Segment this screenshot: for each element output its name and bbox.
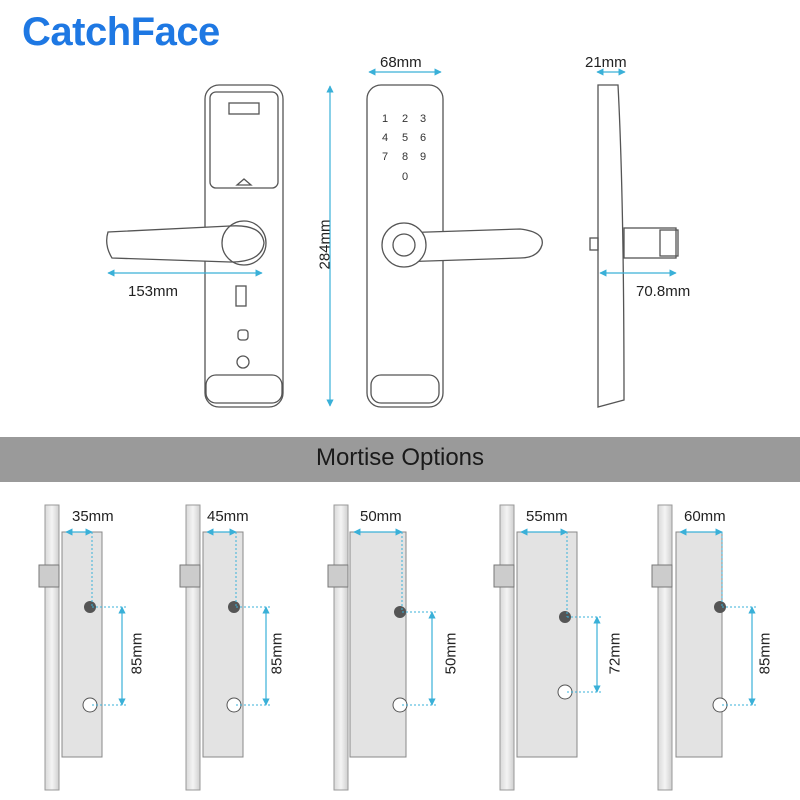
side-thickness-label: 21mm bbox=[585, 54, 627, 71]
mortise-3-center: 50mm bbox=[442, 632, 460, 675]
lock-back-view bbox=[106, 84, 284, 408]
keypad-key: 1 bbox=[382, 113, 388, 125]
mortise-5-backset: 60mm bbox=[684, 508, 726, 525]
mortise-3-backset: 50mm bbox=[360, 508, 402, 525]
keypad-key: 8 bbox=[402, 151, 408, 163]
lock-side-view bbox=[589, 84, 679, 408]
mortise-1-center: 85mm bbox=[128, 632, 146, 675]
mortise-body bbox=[651, 504, 756, 791]
keypad-key: 2 bbox=[402, 113, 408, 125]
keypad-key: 0 bbox=[402, 171, 408, 183]
mortise-2-center: 85mm bbox=[268, 632, 286, 675]
section-title: Mortise Options bbox=[315, 444, 485, 471]
keypad-key: 7 bbox=[382, 151, 388, 163]
keypad-key: 6 bbox=[420, 132, 426, 144]
keypad-key: 5 bbox=[402, 132, 408, 144]
mortise-2-backset: 45mm bbox=[207, 508, 249, 525]
lock-front-view bbox=[366, 84, 543, 408]
mortise-body bbox=[327, 504, 436, 791]
mortise-body bbox=[493, 504, 601, 791]
mortise-4-backset: 55mm bbox=[526, 508, 568, 525]
keypad-key: 3 bbox=[420, 113, 426, 125]
mortise-body bbox=[38, 504, 126, 791]
front-width-label: 68mm bbox=[380, 54, 422, 71]
dimension-lines bbox=[107, 68, 677, 407]
mortise-4-center: 72mm bbox=[606, 632, 624, 675]
handle-length-label: 153mm bbox=[128, 283, 179, 300]
keypad-key: 4 bbox=[382, 132, 388, 144]
mortise-5-center: 85mm bbox=[756, 632, 774, 675]
mortise-1-backset: 35mm bbox=[72, 508, 114, 525]
mortise-body bbox=[179, 504, 270, 791]
mortise-options bbox=[38, 504, 756, 791]
keypad-key: 9 bbox=[420, 151, 426, 163]
height-label: 284mm bbox=[316, 219, 334, 270]
brand-logo: CatchFace bbox=[22, 10, 220, 54]
spindle-depth-label: 70.8mm bbox=[636, 283, 691, 300]
section-banner bbox=[0, 437, 800, 482]
